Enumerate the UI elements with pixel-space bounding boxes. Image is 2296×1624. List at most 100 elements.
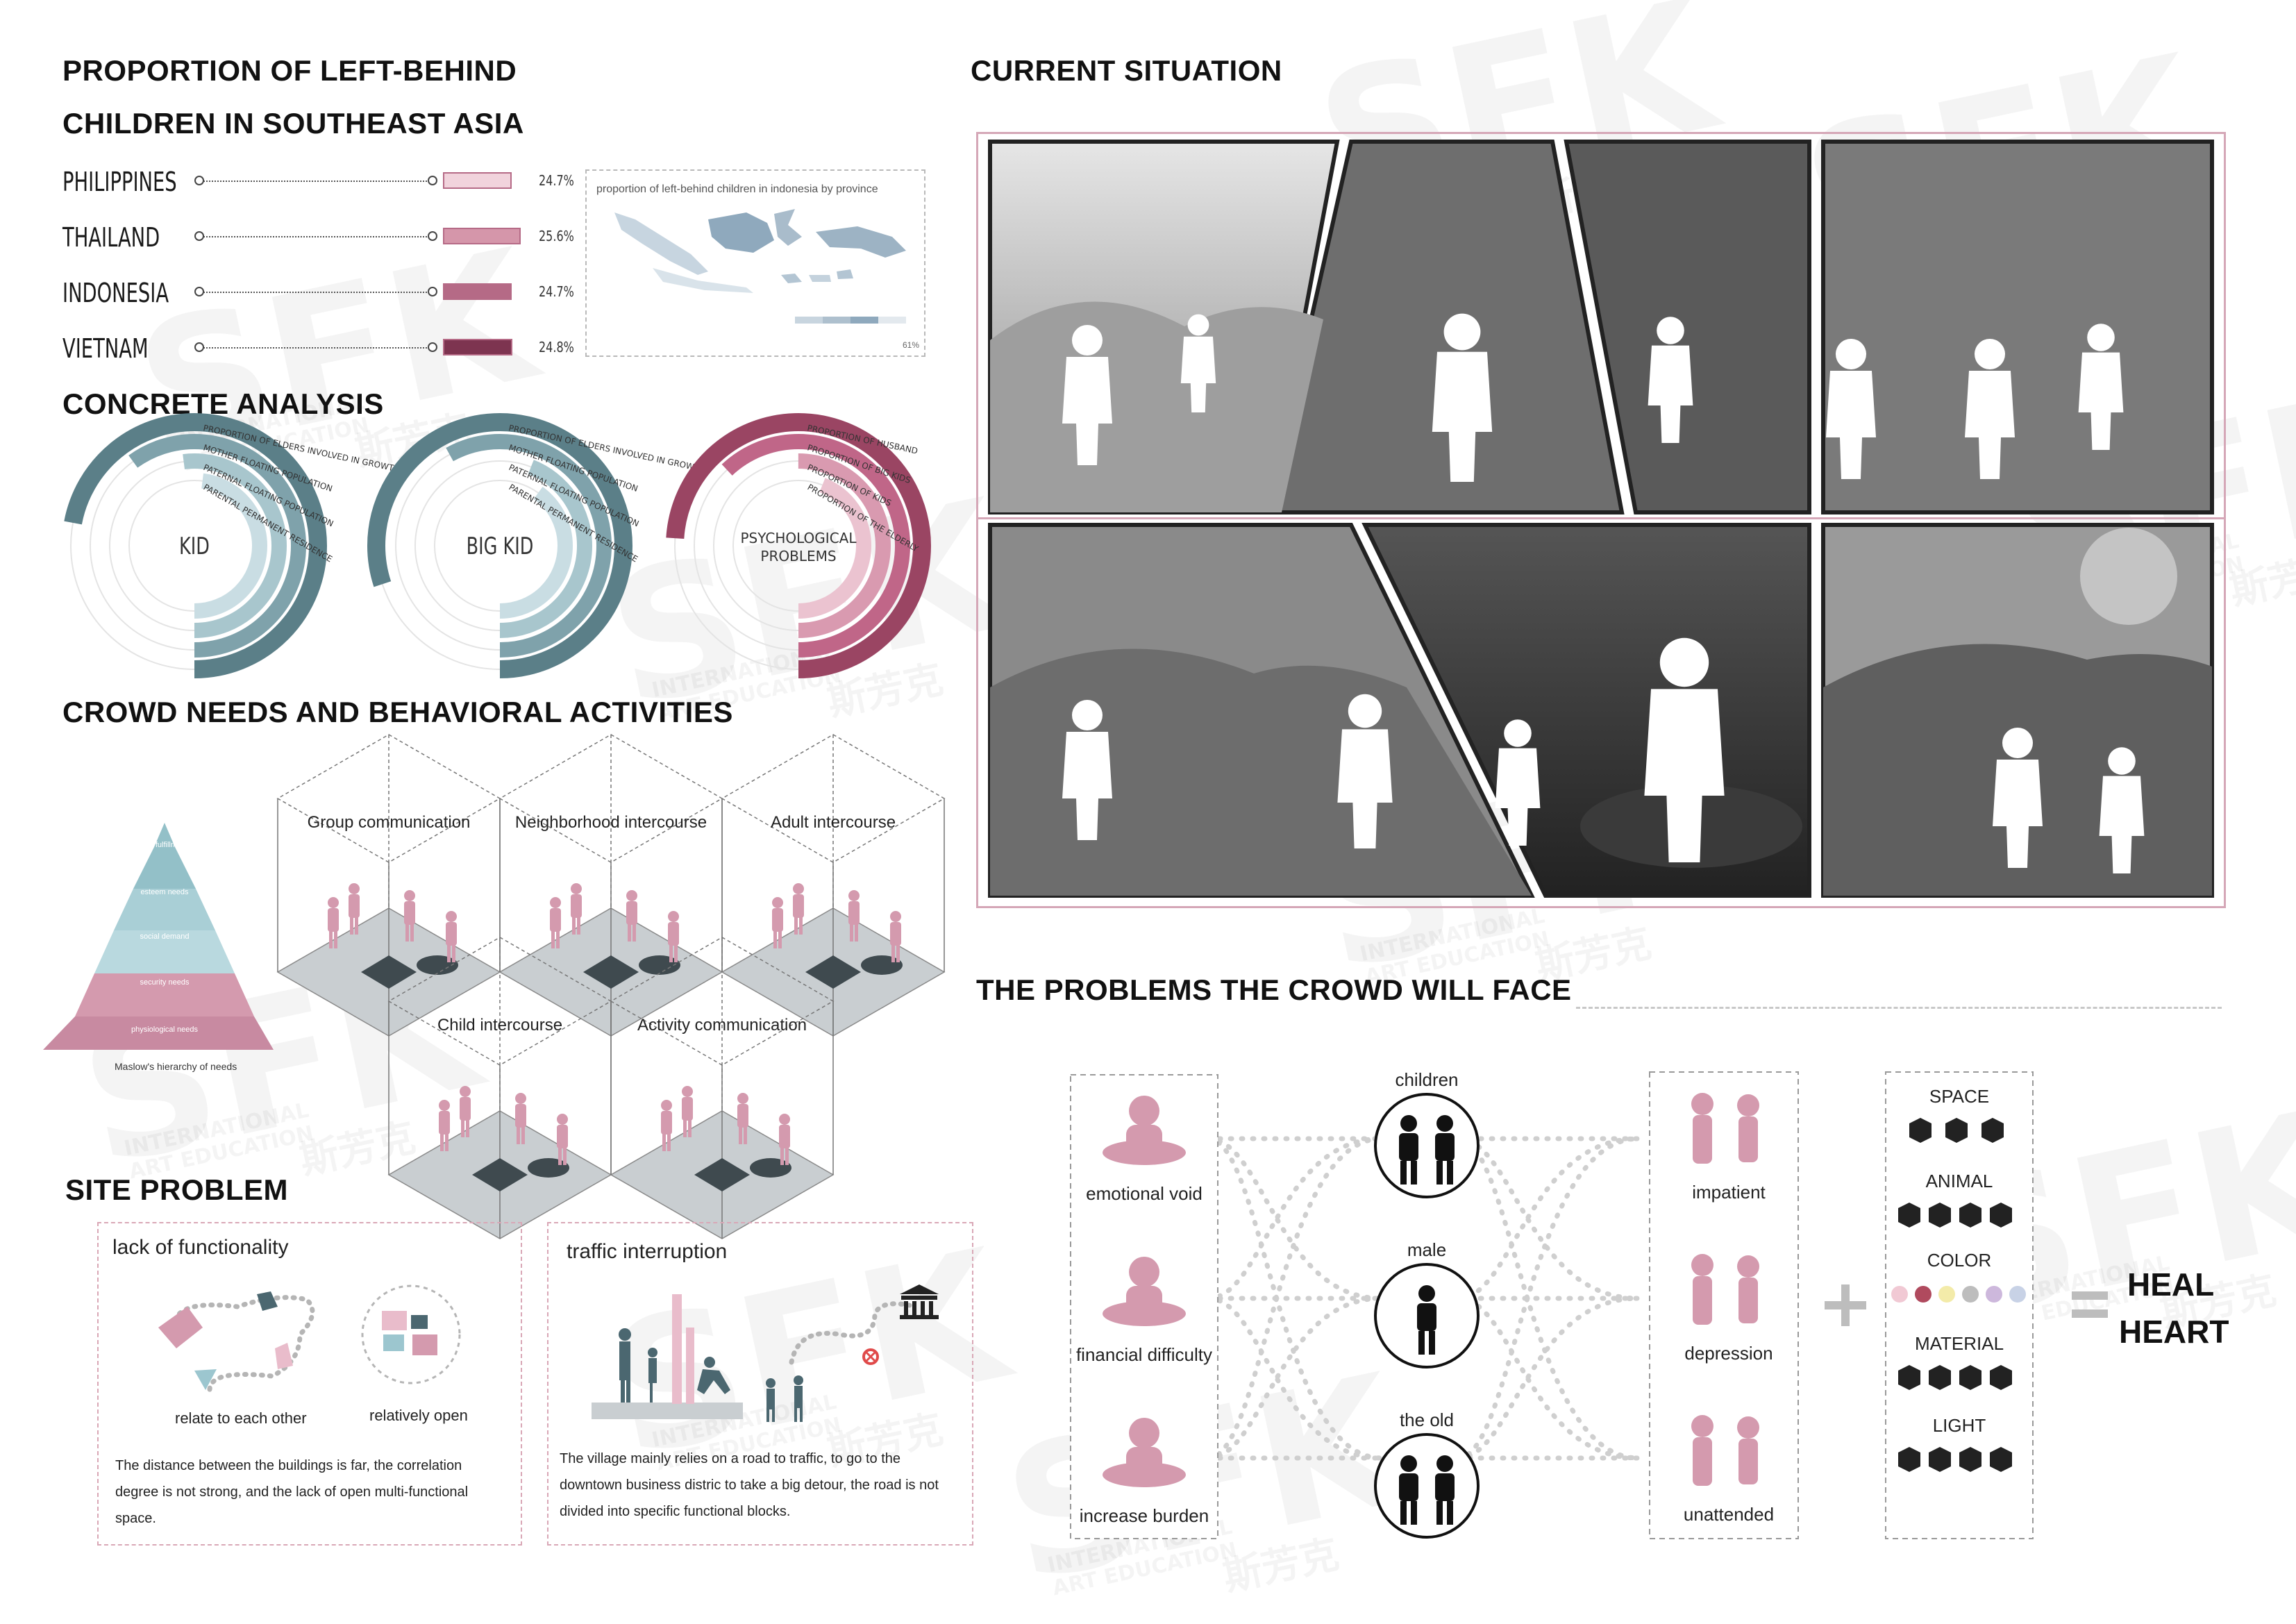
- svg-text:security needs: security needs: [140, 978, 190, 987]
- person-icon: [1447, 1161, 1453, 1184]
- white-silhouette: [1648, 317, 1693, 443]
- leader-end-dot: [428, 287, 437, 296]
- person-figure: [890, 911, 901, 922]
- person-figure: [466, 1119, 469, 1137]
- person-icon: [1435, 1473, 1455, 1501]
- crowd-label: male: [1407, 1239, 1446, 1260]
- country-leader-line: [196, 181, 432, 182]
- country-leader-line: [196, 347, 432, 349]
- healing-icon: [1929, 1203, 1951, 1228]
- ring-chart: PROPORTION OF ELDERS INVOLVED IN GROWTHM…: [367, 413, 706, 678]
- person-figure: [626, 890, 637, 901]
- white-silhouette: [2099, 747, 2145, 873]
- silhouette-head: [2087, 324, 2115, 351]
- person-figure: [334, 930, 337, 948]
- person-figure: [571, 883, 582, 894]
- crowd-circle: [1374, 1433, 1480, 1539]
- white-silhouette: [1180, 314, 1216, 412]
- ring-arc: [121, 473, 267, 619]
- person-figure: [563, 1147, 567, 1165]
- person-figure: [571, 894, 582, 918]
- color-swatch: [2009, 1286, 2026, 1303]
- healing-icon: [1945, 1118, 1968, 1143]
- person-figure: [683, 1119, 687, 1137]
- ring-arc: [427, 473, 573, 619]
- crowd-label: children: [1395, 1069, 1458, 1090]
- collage-panel: [1564, 140, 1811, 514]
- person-figure: [577, 916, 580, 935]
- person-figure: [794, 916, 798, 935]
- watermark-cn: 斯芳克: [2224, 537, 2296, 616]
- problem-icon: [1129, 1257, 1159, 1287]
- person-figure: [626, 901, 637, 925]
- person-figure: [515, 1104, 526, 1128]
- person-figure: [551, 930, 555, 948]
- healing-icon: [1990, 1365, 2012, 1390]
- silhouette-body: [2078, 352, 2124, 450]
- activity-label: Group communication: [308, 813, 471, 832]
- collage-panel: [1821, 140, 2214, 514]
- person-figure: [550, 897, 561, 908]
- person-figure: [557, 1125, 568, 1148]
- svg-text:self fulfillment: self fulfillment: [142, 841, 188, 849]
- person-figure: [682, 1086, 693, 1097]
- lack-description: The distance between the buildings is fa…: [115, 1458, 469, 1526]
- ring-arc: [102, 453, 287, 638]
- emotion-icon: [1691, 1254, 1713, 1276]
- connection-curve: [1455, 1296, 1641, 1461]
- collage-hill: [990, 301, 1323, 512]
- person-figure: [557, 1114, 568, 1125]
- person-icon: [1400, 1501, 1407, 1525]
- person-figure: [668, 922, 679, 946]
- silhouette-body: [1644, 689, 1725, 862]
- svg-text:physiological needs: physiological needs: [131, 1026, 199, 1034]
- silhouette-body: [1062, 357, 1112, 465]
- heading-current: CURRENT SITUATION: [971, 54, 1282, 87]
- person-figure: [896, 944, 900, 962]
- healing-icon: [1959, 1447, 1981, 1472]
- silhouette-body: [1337, 729, 1393, 848]
- ring-arc: [706, 453, 891, 638]
- plus-icon: [1841, 1284, 1850, 1326]
- silhouette-body: [1648, 345, 1693, 443]
- person-figure: [440, 1133, 444, 1151]
- person-figure: [848, 901, 860, 925]
- traffic-interruption-panel: traffic interruption The village mainly …: [547, 1222, 973, 1546]
- pyramid-level-security: [75, 973, 254, 1016]
- emotion-column-box: [1649, 1071, 1799, 1539]
- healing-category-label: SPACE: [1929, 1086, 1989, 1107]
- maslow-pyramid: self fulfillment esteem needs social dem…: [43, 823, 274, 1050]
- person-figure: [780, 1147, 784, 1165]
- emotion-icon: [1691, 1415, 1713, 1437]
- emotion-label: depression: [1684, 1343, 1773, 1364]
- map-caption: proportion of left-behind children in in…: [596, 183, 878, 195]
- healing-icon: [1959, 1365, 1981, 1390]
- ring-center-label: KID: [179, 533, 210, 560]
- connection-curve: [1205, 1136, 1384, 1461]
- ring-center-label: BIG KID: [467, 533, 534, 560]
- person-figure: [445, 1133, 449, 1151]
- emotion-label: unattended: [1684, 1504, 1774, 1525]
- ring-arc: [408, 453, 592, 638]
- connection-curve: [1455, 1136, 1641, 1461]
- person-figure: [682, 1097, 693, 1121]
- silhouette-head: [1504, 719, 1532, 747]
- pyramid-caption: Maslow's hierarchy of needs: [115, 1061, 237, 1072]
- person-figure: [772, 908, 783, 932]
- person-figure: [349, 883, 360, 894]
- healing-icon: [1898, 1447, 1920, 1472]
- connection-curve: [1455, 1136, 1641, 1301]
- healing-icon: [1898, 1203, 1920, 1228]
- problems-rule: [1576, 1007, 2222, 1009]
- white-silhouette: [2078, 324, 2124, 450]
- person-figure: [737, 1104, 748, 1128]
- activity-label: Child intercourse: [437, 1016, 562, 1035]
- color-swatch: [1915, 1286, 1932, 1303]
- person-figure: [521, 1126, 525, 1144]
- person-icon: [1400, 1455, 1417, 1472]
- problem-icon: [1126, 1286, 1162, 1315]
- person-figure: [688, 1119, 692, 1137]
- activity-label: Activity communication: [637, 1016, 807, 1035]
- indonesia-map-panel: proportion of left-behind children in in…: [585, 169, 925, 357]
